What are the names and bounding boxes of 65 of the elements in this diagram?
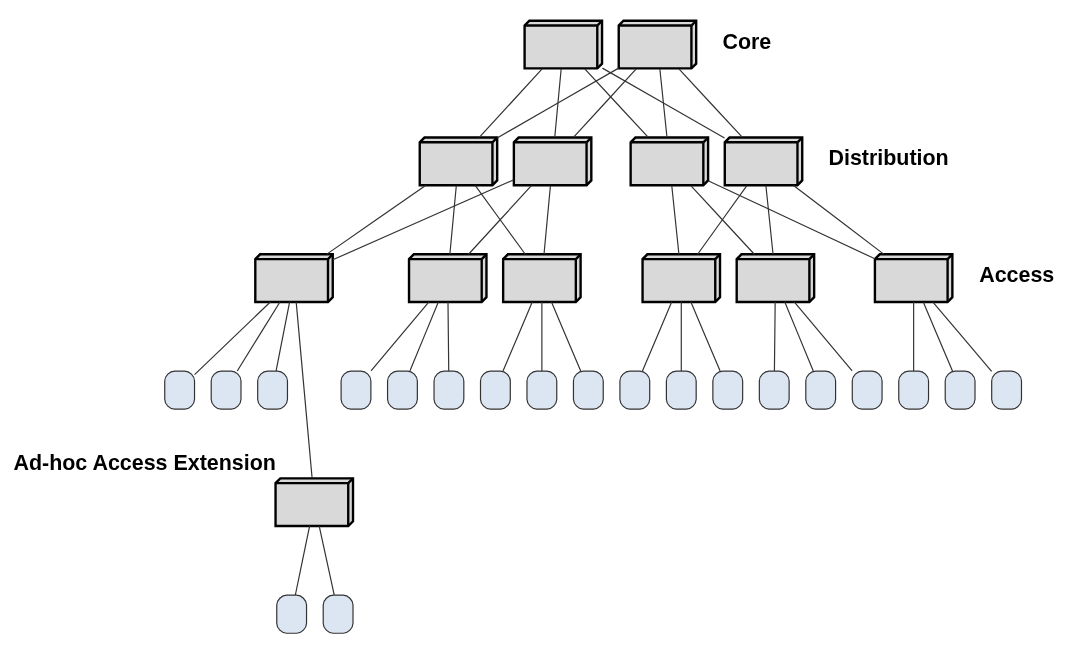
node-computer bbox=[851, 370, 883, 410]
connector bbox=[765, 184, 774, 255]
connector bbox=[236, 300, 281, 372]
node-computer bbox=[619, 370, 651, 410]
connector bbox=[792, 184, 885, 255]
node-computer bbox=[386, 370, 418, 410]
connector bbox=[784, 300, 814, 372]
label: Distribution bbox=[828, 145, 949, 170]
label: Access bbox=[979, 262, 1055, 287]
node-computer bbox=[712, 370, 744, 410]
connector bbox=[932, 300, 993, 372]
connector bbox=[318, 524, 335, 596]
connector bbox=[194, 300, 271, 375]
connector bbox=[370, 300, 430, 372]
connector bbox=[467, 184, 532, 255]
label: Core bbox=[722, 29, 772, 54]
connector bbox=[659, 67, 668, 138]
connector bbox=[601, 67, 726, 138]
connector bbox=[690, 184, 755, 255]
connector bbox=[541, 300, 543, 372]
connector bbox=[697, 184, 748, 255]
node-computer bbox=[340, 370, 372, 410]
connector bbox=[913, 300, 915, 372]
connector bbox=[502, 300, 533, 372]
connector bbox=[332, 178, 514, 260]
connector bbox=[708, 179, 876, 259]
node-computer bbox=[322, 594, 354, 634]
connector bbox=[496, 67, 620, 138]
node-computer bbox=[164, 370, 196, 410]
node-computer bbox=[898, 370, 930, 410]
connector bbox=[690, 300, 721, 372]
node-computer bbox=[276, 594, 308, 634]
node-computer bbox=[526, 370, 558, 410]
node-computer bbox=[479, 370, 511, 410]
connector bbox=[447, 300, 450, 372]
connector bbox=[678, 67, 744, 138]
connector bbox=[584, 67, 649, 138]
node-computer bbox=[433, 370, 465, 410]
connector bbox=[554, 67, 562, 138]
connector bbox=[793, 300, 853, 372]
connector bbox=[572, 67, 637, 138]
connector bbox=[275, 300, 291, 372]
connector bbox=[474, 184, 526, 255]
node-computer bbox=[805, 370, 837, 410]
connector bbox=[326, 184, 427, 255]
node-computer bbox=[572, 370, 604, 410]
connector bbox=[449, 184, 457, 255]
connector bbox=[641, 300, 673, 372]
connector bbox=[773, 300, 776, 372]
connector bbox=[543, 184, 552, 255]
node-computer bbox=[758, 370, 790, 410]
node-computer bbox=[257, 370, 289, 410]
node-computer bbox=[944, 370, 976, 410]
node-computer bbox=[991, 370, 1023, 410]
connector bbox=[671, 184, 680, 255]
connector bbox=[295, 301, 313, 479]
connector bbox=[922, 300, 954, 372]
connector bbox=[294, 524, 311, 596]
node-computer bbox=[210, 370, 242, 410]
node-computer bbox=[665, 370, 697, 410]
connector bbox=[478, 67, 543, 138]
connector bbox=[550, 300, 582, 372]
connector bbox=[409, 300, 439, 372]
node-label: Ad-hoc Access Extension bbox=[13, 450, 276, 475]
connector bbox=[680, 300, 682, 372]
